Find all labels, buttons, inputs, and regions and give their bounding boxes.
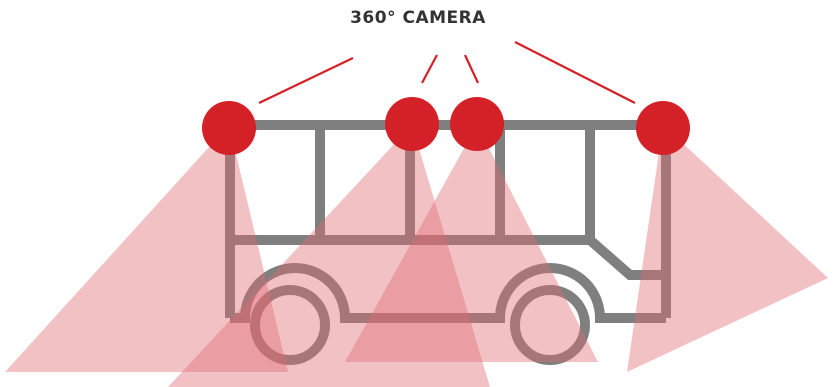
bus-outline bbox=[225, 120, 671, 323]
bus-front bbox=[586, 125, 671, 280]
fields-of-view bbox=[5, 125, 828, 387]
title-connectors bbox=[258, 41, 636, 104]
connector-right bbox=[514, 41, 636, 104]
fov-center-left bbox=[168, 125, 490, 387]
connector-center-left bbox=[421, 54, 438, 84]
bus-bottom bbox=[230, 263, 666, 323]
connector-left bbox=[258, 57, 354, 104]
front-wheel bbox=[510, 285, 590, 365]
fov-left bbox=[5, 125, 288, 372]
fov-right bbox=[627, 125, 828, 372]
camera-left bbox=[202, 101, 256, 155]
connector-center-right bbox=[464, 54, 479, 84]
camera-right bbox=[636, 101, 690, 155]
fov-center-right bbox=[345, 125, 598, 362]
rear-wheel bbox=[250, 285, 330, 365]
camera-center-left bbox=[385, 97, 439, 151]
diagram-title: 360° CAMERA bbox=[350, 8, 486, 28]
cameras bbox=[202, 97, 690, 155]
camera-center-right bbox=[450, 97, 504, 151]
